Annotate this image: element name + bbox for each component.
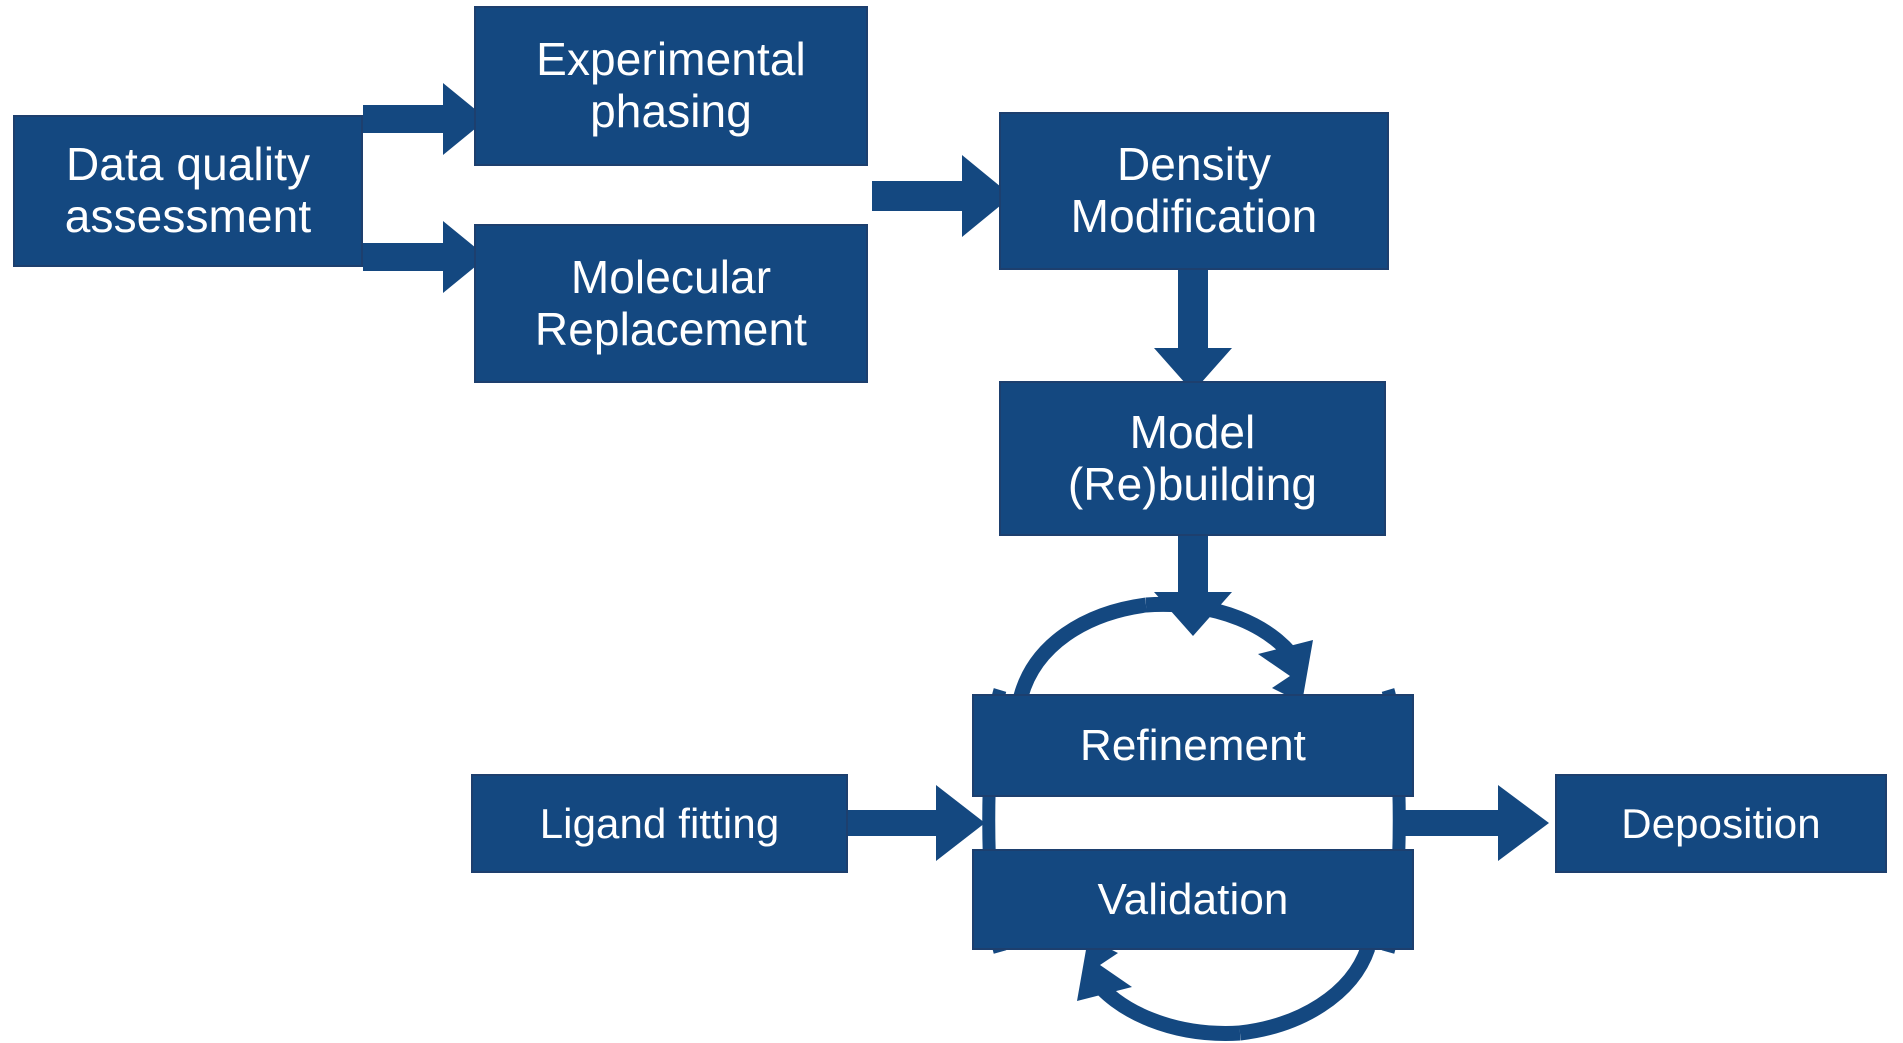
node-experimental-phasing[interactable]: Experimental phasing bbox=[474, 6, 868, 166]
node-density-modification[interactable]: Density Modification bbox=[999, 112, 1389, 270]
arrow-data-quality-to-experimental-phasing bbox=[363, 83, 487, 155]
node-data-quality-assessment[interactable]: Data quality assessment bbox=[13, 115, 363, 267]
arrow-data-quality-to-molecular-replacement bbox=[363, 221, 487, 293]
node-ligand-fitting[interactable]: Ligand fitting bbox=[471, 774, 848, 873]
arrow-validation-to-deposition bbox=[1404, 785, 1549, 861]
arrow-phasing-to-density-modification bbox=[872, 155, 1012, 237]
node-model-rebuilding[interactable]: Model (Re)building bbox=[999, 381, 1386, 536]
node-molecular-replacement[interactable]: Molecular Replacement bbox=[474, 224, 868, 383]
node-refinement[interactable]: Refinement bbox=[972, 694, 1414, 797]
cycle-arc-top-icon bbox=[1013, 596, 1332, 718]
arrow-density-modification-to-model-rebuilding bbox=[1154, 268, 1232, 392]
arrow-model-rebuilding-to-refinement bbox=[1154, 534, 1232, 636]
node-validation[interactable]: Validation bbox=[972, 849, 1414, 950]
node-deposition[interactable]: Deposition bbox=[1555, 774, 1887, 873]
cycle-arc-bottom-icon bbox=[1058, 923, 1376, 1041]
arrow-ligand-fitting-to-refinement bbox=[847, 785, 985, 861]
